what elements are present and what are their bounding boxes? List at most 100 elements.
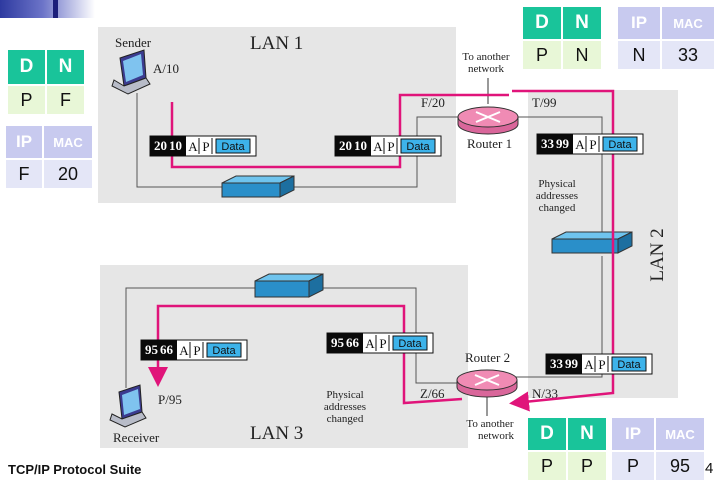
frame-src-mac: 66 (346, 335, 360, 350)
hub-lan3 (254, 273, 324, 298)
frame-payload-box (602, 136, 638, 152)
table-top-dn-v1: P (521, 39, 563, 71)
frame-dst-ip: A (575, 137, 585, 152)
sender-address: A/10 (153, 61, 179, 76)
frame-src-ip: P (589, 137, 596, 152)
frame-payload: Data (212, 345, 236, 357)
frame-payload-box (400, 138, 436, 154)
frame-dst-mac: 95 (145, 342, 159, 357)
table-left-dn-v2: F (45, 84, 86, 116)
lan2-label: LAN 2 (647, 228, 668, 281)
table-top-dn-h1: D (521, 5, 563, 41)
table-top-ip-header: IP (616, 5, 662, 41)
frame-payload: Data (221, 141, 245, 153)
page-number: 4 (705, 460, 714, 477)
table-bottom-mac-header: MAC (654, 416, 706, 452)
table-left-ip-header: IP (4, 124, 44, 160)
svg-text:Physical: Physical (538, 178, 575, 190)
frame-dst-mac: 20 (339, 138, 352, 153)
frame-src-mac: 99 (556, 136, 570, 151)
router1-right-port: T/99 (532, 95, 557, 110)
frame-src-mac: 10 (354, 138, 367, 153)
router1-icon (457, 78, 519, 135)
lan1-label: LAN 1 (250, 33, 303, 54)
frame-mac-header (327, 333, 363, 353)
lan1-area (98, 27, 456, 203)
router1-note-line2: network (468, 63, 505, 75)
router2-right-port: N/33 (532, 386, 558, 401)
table-left-dn-v1: P (6, 84, 47, 116)
sender-name: Sender (115, 35, 152, 50)
frame-payload: Data (617, 359, 641, 371)
table-bottom-dn-h2: N (566, 416, 608, 452)
table-left-mac-value: 20 (42, 158, 94, 190)
router1-left-port: F/20 (421, 95, 445, 110)
table-top-dn: D N P N (521, 5, 603, 71)
table-left-ipmac: IP MAC F 20 (4, 124, 94, 190)
lan2-cabling (516, 116, 603, 378)
svg-text:Physical: Physical (326, 389, 363, 401)
hub-lan1 (221, 175, 295, 198)
frame-src-ip: P (202, 139, 209, 154)
frame-mac-header (141, 340, 177, 360)
table-bottom-mac-value: 95 (654, 450, 706, 482)
table-top-mac-value: 33 (660, 39, 716, 71)
receiver-address: P/95 (158, 392, 182, 407)
slide-decoration-bar (0, 0, 95, 18)
frame-dst-mac: 33 (550, 356, 564, 371)
frame-payload: Data (406, 141, 430, 153)
svg-text:changed: changed (539, 202, 576, 214)
lan3-label: LAN 3 (250, 423, 303, 444)
receiver-laptop-icon (109, 384, 147, 428)
changed-note-top: Physical addresses changed (536, 178, 578, 214)
frame-payload: Data (608, 139, 632, 151)
frame-src-ip: P (193, 343, 200, 358)
svg-text:addresses: addresses (536, 190, 578, 202)
receiver-name: Receiver (113, 430, 160, 445)
frame-dst-ip: A (373, 139, 383, 154)
table-left-dn-h1: D (6, 48, 47, 86)
router2-left-port: Z/66 (420, 386, 445, 401)
frame-src-ip: P (379, 336, 386, 351)
frame-dst-mac: 33 (541, 136, 555, 151)
frame-dst-ip: A (365, 336, 375, 351)
table-bottom-ip-header: IP (610, 416, 656, 452)
frame-dst-ip: A (584, 357, 594, 372)
router2-note-line1: To another (466, 418, 514, 430)
frame-src-mac: 99 (565, 356, 579, 371)
hub-lan2 (551, 231, 633, 254)
frame-mac-header (546, 354, 582, 374)
svg-text:changed: changed (327, 413, 364, 425)
changed-note-bottom: Physical addresses changed (324, 389, 366, 425)
table-bottom-dn-v1: P (526, 450, 568, 482)
frame-payload-box (206, 342, 242, 358)
frame-dst-ip: A (188, 139, 198, 154)
table-bottom-ip-value: P (610, 450, 656, 482)
table-bottom-dn: D N P P (526, 416, 608, 482)
frame-payload-box (611, 356, 647, 372)
frame-payload-box (215, 138, 251, 154)
table-top-dn-h2: N (561, 5, 603, 41)
table-left-dn-h2: N (45, 48, 86, 86)
frame-mac-header (537, 134, 573, 154)
frame-src-ip: P (598, 357, 605, 372)
svg-text:addresses: addresses (324, 401, 366, 413)
frame-src-mac: 10 (169, 138, 182, 153)
table-left-mac-header: MAC (42, 124, 94, 160)
footer-title: TCP/IP Protocol Suite (8, 462, 142, 477)
router1-note-line1: To another (462, 51, 510, 63)
frame-src-ip: P (387, 139, 394, 154)
sender-laptop-icon (111, 49, 151, 95)
router2-name: Router 2 (465, 350, 510, 365)
router1-name: Router 1 (467, 136, 512, 151)
slide-decoration-mark (53, 0, 58, 18)
table-left-ip-value: F (4, 158, 44, 190)
table-top-ip-value: N (616, 39, 662, 71)
